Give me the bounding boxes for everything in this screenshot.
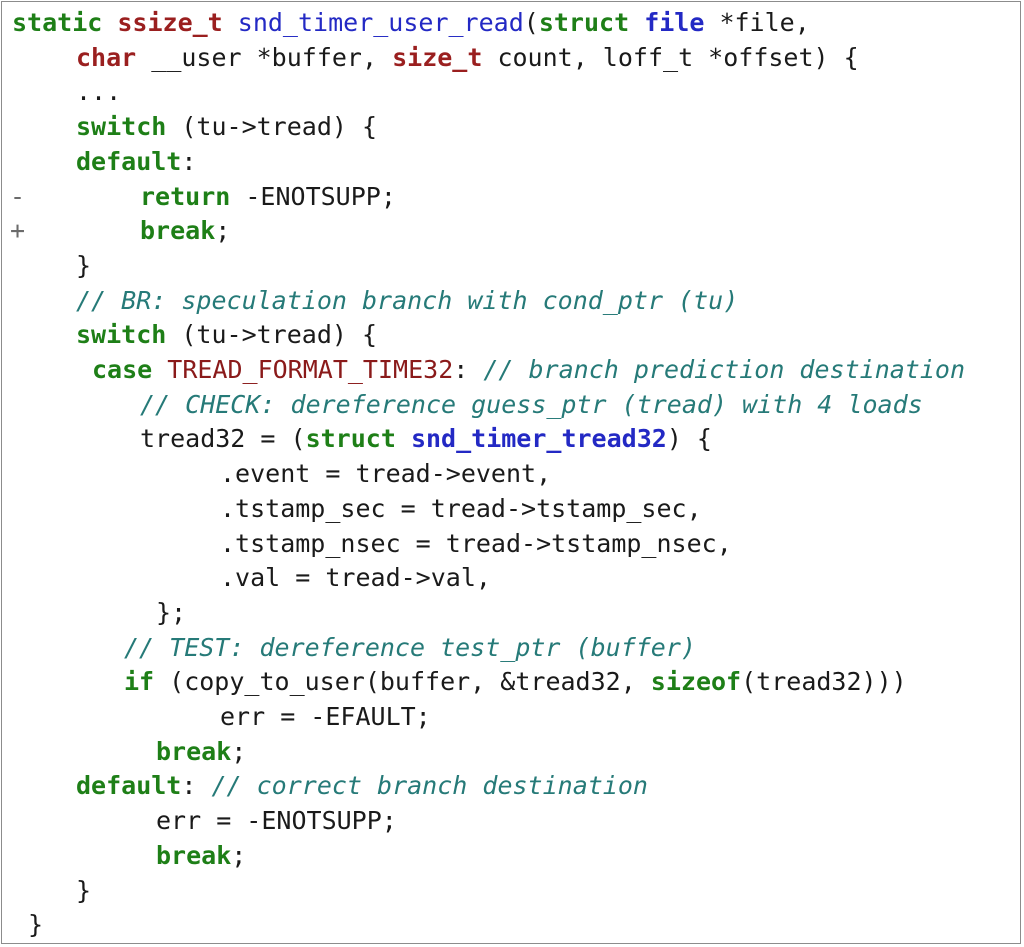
code-line: } [76,874,91,908]
code-token: size_t [392,42,498,72]
code-token: count, loff_t *offset) { [497,42,859,72]
code-token: switch [76,320,182,350]
code-line: char __user *buffer, size_t count, loff_… [76,41,859,75]
code-token: .tstamp_sec = tread->tstamp_sec, [220,493,702,523]
code-line: break; [156,735,246,769]
code-token: struct [538,8,645,37]
code-token: (tu->tread) { [181,320,378,350]
code-line: break; [156,839,246,873]
code-token: : [181,146,197,176]
code-token: -ENOTSUPP; [245,181,396,211]
code-line: }; [156,596,186,630]
code-token: TREAD_FORMAT_TIME32 [167,355,454,384]
code-line: return -ENOTSUPP; [140,180,396,214]
code-line: switch (tu->tread) { [76,110,377,144]
code-token: ... [76,77,122,107]
code-line: } [28,908,43,942]
code-token: default [76,146,182,176]
code-token: .tstamp_nsec = tread->tstamp_nsec, [220,528,732,558]
code-comment: // branch prediction destination [483,355,965,384]
code-line: break; [140,214,230,248]
diff-marker: - [10,181,26,211]
code-token: ; [231,736,247,766]
code-token: snd_timer_user_read [237,8,524,37]
code-line: tread32 = (struct snd_timer_tread32) { [140,422,712,456]
diff-marker: + [10,216,26,246]
code-comment: // CHECK: dereference guess_ptr (tread) … [140,389,923,419]
code-line: ... [76,75,121,109]
code-token: (copy_to_user(buffer, &tread32, [169,667,651,697]
code-token: return [140,181,246,211]
code-token: struct [305,424,411,454]
code-comment: // BR: speculation branch with cond_ptr … [76,285,739,315]
code-token: (tu->tread) { [181,112,378,142]
code-line: .tstamp_sec = tread->tstamp_sec, [220,492,702,526]
code-token: snd_timer_tread32 [410,424,667,454]
code-line: .val = tread->val, [220,561,491,595]
code-line: .tstamp_nsec = tread->tstamp_nsec, [220,527,732,561]
code-line: // TEST: dereference test_ptr (buffer) [124,631,696,665]
code-token: err = -EFAULT; [220,702,431,731]
code-token: ; [231,840,247,870]
code-token: .val = tread->val, [220,563,491,593]
code-token: case [92,355,168,384]
code-line: default: [76,145,196,179]
code-line: switch (tu->tread) { [76,318,377,352]
code-line: err = -ENOTSUPP; [156,804,397,838]
code-token: break [140,216,216,246]
code-token: ; [215,216,231,246]
code-line: err = -EFAULT; [220,700,431,734]
code-token: default [76,771,182,801]
code-token: } [76,250,92,280]
code-token: tread32 = ( [140,424,306,454]
code-line: case TREAD_FORMAT_TIME32: // branch pred… [92,353,965,387]
code-token: sizeof [650,667,742,697]
code-line: // CHECK: dereference guess_ptr (tread) … [140,388,923,422]
code-line: static ssize_t snd_timer_user_read(struc… [12,6,810,40]
code-token: ssize_t [117,8,238,37]
code-token: break [156,736,232,766]
code-token: .event = tread->event, [220,459,552,489]
code-token: char [76,42,152,72]
code-token: break [156,840,232,870]
code-token: : [181,771,212,801]
code-token: : [453,355,484,384]
code-line: default: // correct branch destination [76,769,648,803]
code-token: (tread32))) [741,667,907,697]
code-token: err = -ENOTSUPP; [156,806,397,836]
code-token: *file, [704,8,810,37]
code-token: ( [523,8,539,37]
code-token: file [644,8,705,37]
code-comment: // correct branch destination [211,771,648,801]
code-token: } [76,875,92,905]
code-token: }; [156,597,187,627]
code-line: } [76,249,91,283]
code-token: ) { [666,424,712,454]
code-token: } [28,910,44,940]
code-token: static [12,8,118,37]
code-token: if [124,667,170,697]
code-line: if (copy_to_user(buffer, &tread32, sizeo… [124,665,907,699]
code-token: switch [76,112,182,142]
code-comment: // TEST: dereference test_ptr (buffer) [124,632,696,662]
code-line: .event = tread->event, [220,457,551,491]
code-line: // BR: speculation branch with cond_ptr … [76,284,738,318]
code-token: __user *buffer, [151,42,393,72]
